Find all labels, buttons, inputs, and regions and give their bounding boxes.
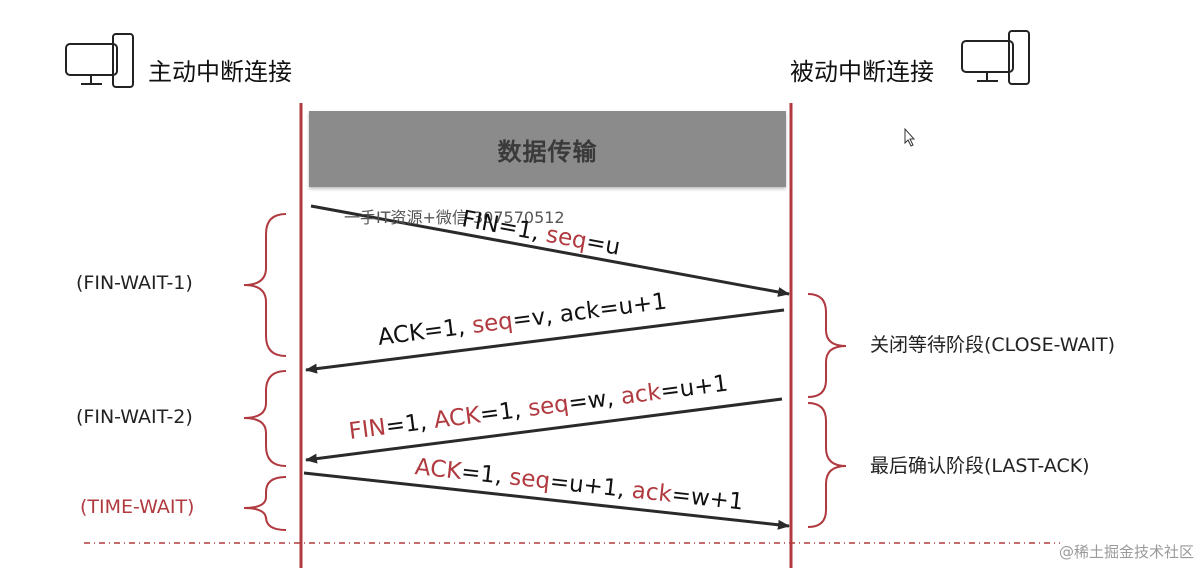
state-close-wait: 关闭等待阶段(CLOSE-WAIT) xyxy=(870,334,1116,356)
arrow-ack2 xyxy=(303,471,790,530)
brace-last-ack xyxy=(807,402,847,528)
message-ack1-part: seq xyxy=(470,308,515,339)
data-transfer-band: 数据传输 xyxy=(309,111,786,187)
message-fin2-part: seq xyxy=(526,390,571,422)
watermark-text: 一手IT资源+微信 307570512 xyxy=(344,208,565,227)
message-ack2-part: ACK xyxy=(413,454,463,485)
state-last-ack: 最后确认阶段(LAST-ACK) xyxy=(870,455,1090,477)
brace-fin-wait-1 xyxy=(243,213,287,357)
state-time-wait: (TIME-WAIT) xyxy=(80,496,195,518)
footer-credit: @稀土掘金技术社区 xyxy=(1058,543,1194,561)
arrow-ack1 xyxy=(305,308,785,374)
left-host-label: 主动中断连接 xyxy=(148,58,292,86)
message-ack2-part: seq xyxy=(508,464,552,495)
data-transfer-label: 数据传输 xyxy=(497,137,598,166)
brace-time-wait xyxy=(243,476,287,531)
computer-icon xyxy=(65,33,134,88)
arrow-fin2 xyxy=(305,397,783,464)
message-fin2-part: ack xyxy=(619,379,663,411)
arrow-fin1 xyxy=(310,204,790,297)
right-host-label: 被动中断连接 xyxy=(790,58,934,86)
computer-icon xyxy=(961,30,1030,85)
brace-fin-wait-2 xyxy=(243,370,287,467)
mouse-cursor-icon xyxy=(904,127,916,147)
message-fin2-part: FIN xyxy=(347,414,388,445)
message-ack2-part: ack xyxy=(630,477,674,508)
state-fin-wait-1: (FIN-WAIT-1) xyxy=(76,272,193,294)
brace-close-wait xyxy=(807,293,847,398)
message-ack2-part: =1, xyxy=(459,459,511,491)
state-fin-wait-2: (FIN-WAIT-2) xyxy=(76,406,193,428)
